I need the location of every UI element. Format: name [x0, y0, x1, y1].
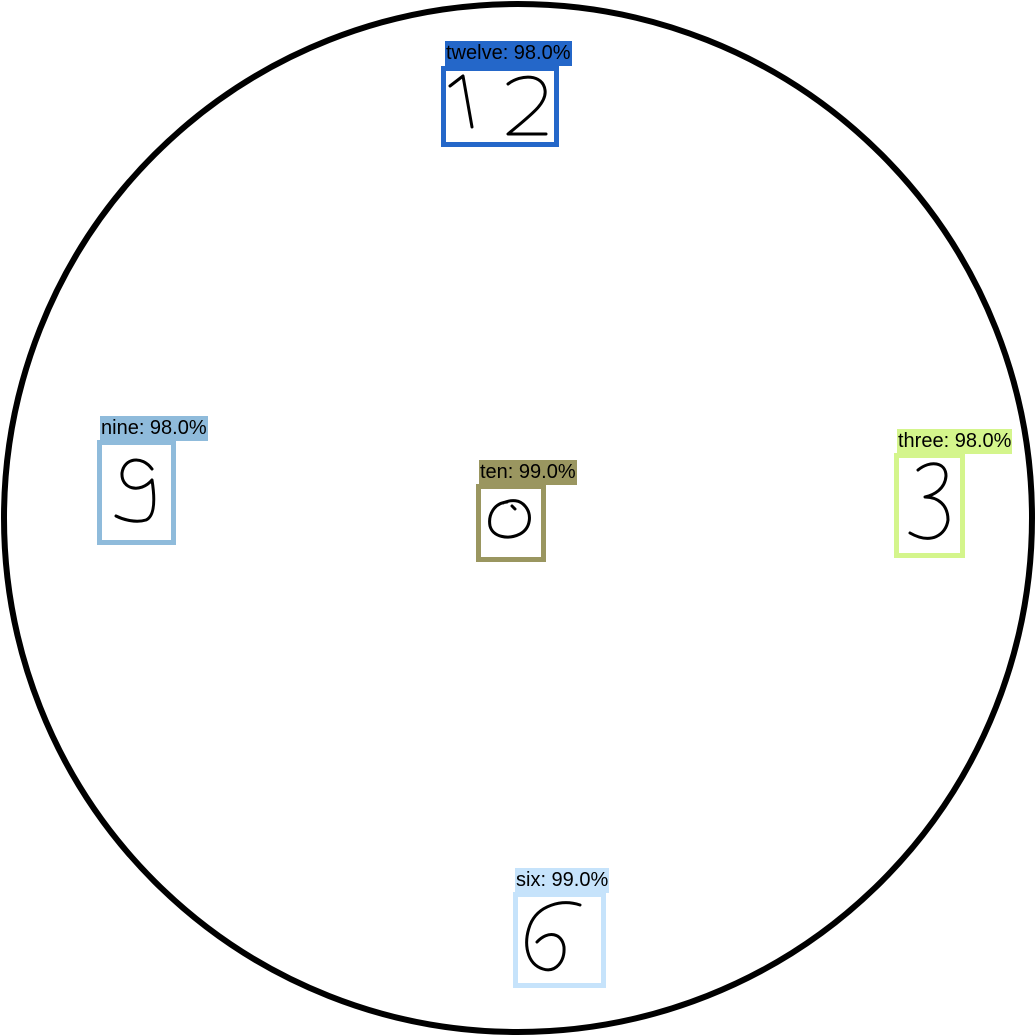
detection-box-ten — [476, 484, 546, 562]
detection-label-nine: nine: 98.0% — [100, 416, 208, 441]
handwritten-12-glyph — [448, 74, 548, 136]
detection-box-six — [513, 892, 606, 988]
detection-label-three: three: 98.0% — [897, 429, 1013, 454]
detection-label-six: six: 99.0% — [515, 868, 610, 893]
detection-label-twelve: twelve: 98.0% — [445, 41, 572, 66]
handwritten-6-glyph — [525, 901, 582, 972]
handwritten-0-glyph — [488, 499, 531, 539]
handwritten-9-glyph — [114, 458, 156, 523]
detection-box-nine — [97, 440, 176, 545]
detection-box-three — [894, 453, 965, 558]
handwritten-3-glyph — [908, 462, 950, 540]
detection-label-ten: ten: 99.0% — [479, 460, 577, 485]
detection-box-twelve — [441, 66, 559, 147]
